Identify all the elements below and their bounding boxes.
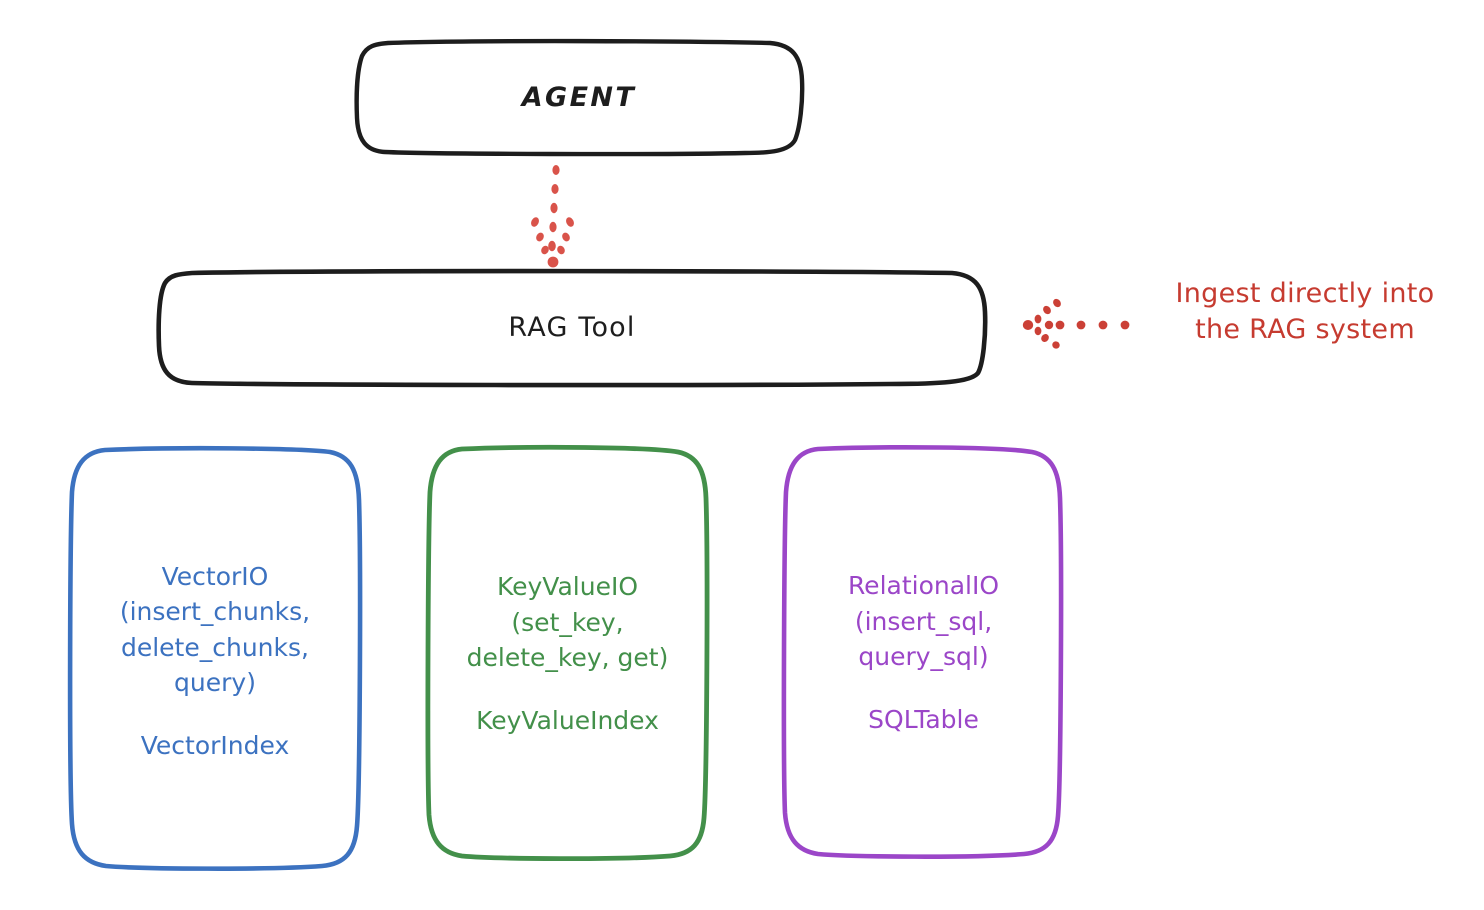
key-value-io-api-label: KeyValueIO (set_key, delete_key, get): [466, 572, 669, 673]
key-value-io-content: KeyValueIO (set_key, delete_key, get) Ke…: [428, 569, 707, 735]
key-value-io-index-label: KeyValueIndex: [476, 705, 659, 735]
relational-io-api-label: RelationalIO (insert_sql, query_sql): [847, 571, 1000, 672]
node-key-value-io[interactable]: KeyValueIO (set_key, delete_key, get) Ke…: [428, 448, 707, 856]
node-agent[interactable]: AGENT: [356, 42, 802, 154]
annotation-ingest-directly: Ingest directly into the RAG system: [1175, 278, 1435, 346]
vector-io-index-label: VectorIndex: [140, 730, 290, 760]
ingest-to-rag-arrow: [1022, 298, 1130, 349]
relational-io-index-label: SQLTable: [868, 704, 979, 734]
node-vector-io[interactable]: VectorIO (insert_chunks, delete_chunks, …: [70, 448, 360, 870]
node-relational-io[interactable]: RelationalIO (insert_sql, query_sql) SQL…: [785, 448, 1062, 854]
agent-to-rag-arrow: [531, 165, 574, 268]
vector-io-api-label: VectorIO (insert_chunks, delete_chunks, …: [119, 561, 311, 698]
vector-io-content: VectorIO (insert_chunks, delete_chunks, …: [70, 559, 360, 760]
node-rag-tool-label: RAG Tool: [508, 312, 636, 344]
node-agent-label: AGENT: [521, 82, 637, 114]
relational-io-content: RelationalIO (insert_sql, query_sql) SQL…: [785, 568, 1062, 734]
node-rag-tool[interactable]: RAG Tool: [158, 272, 986, 384]
